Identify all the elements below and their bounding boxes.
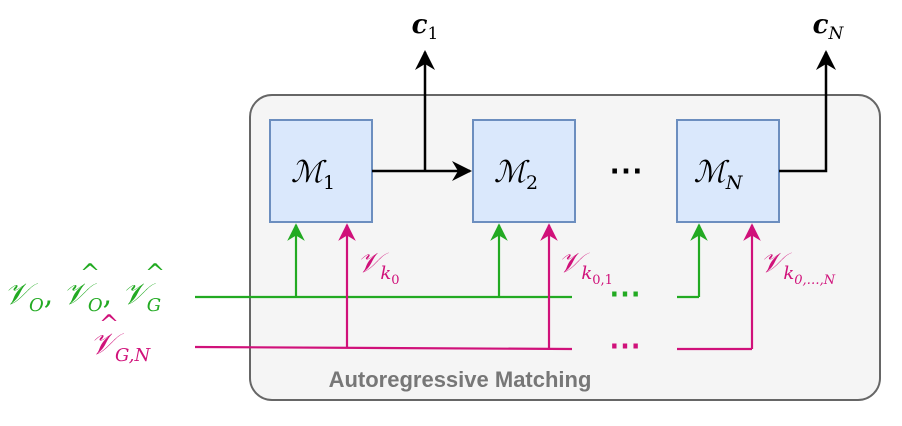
container-label: Autoregressive Matching: [329, 367, 592, 392]
hat-mark-2: ^: [145, 259, 165, 287]
hat-mark-3: ^: [99, 310, 119, 338]
edge-to-cn: [779, 50, 836, 173]
green-line-ellipsis: ⋯: [609, 274, 641, 312]
module-1-label: ℳ1: [291, 155, 335, 194]
module-2-box: [472, 119, 576, 223]
module-n-label: ℳN: [694, 155, 744, 194]
module-2-label: ℳ2: [494, 155, 538, 194]
module-ellipsis: ⋯: [609, 151, 643, 191]
hat-mark-1: ^: [80, 259, 100, 287]
magenta-input-label: 𝒱G,N: [90, 327, 151, 366]
module-n-box: [676, 119, 780, 223]
magenta-line-ellipsis: ⋯: [609, 326, 641, 364]
magenta-input-line: [194, 345, 573, 351]
green-input-label: 𝒱O, 𝒱O, 𝒱G: [4, 277, 161, 316]
module-1-box: [269, 119, 373, 223]
output-cn-label: cN: [813, 10, 845, 44]
output-c1-label: c1: [412, 10, 439, 44]
